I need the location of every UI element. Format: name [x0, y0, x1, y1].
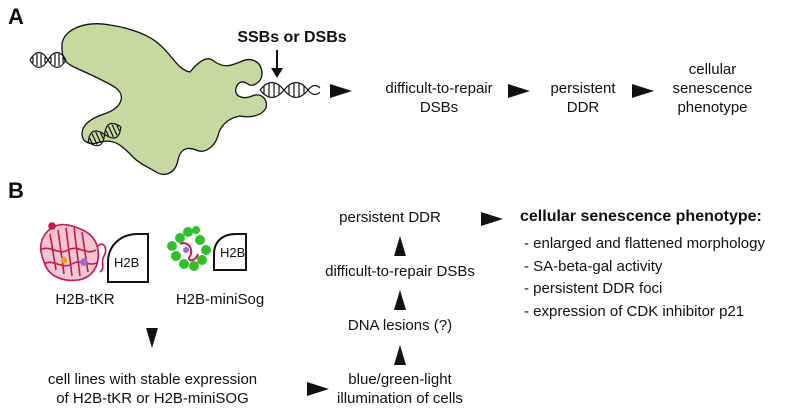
arrow-a-1 — [330, 84, 352, 98]
h2b-tag-2-label: H2B — [220, 245, 246, 260]
dna-helix-left-top — [29, 51, 67, 69]
phenotype-item: - expression of CDK inhibitor p21 — [524, 302, 745, 320]
cell-lines-text: cell lines with stable expression of H2B… — [47, 371, 258, 407]
phenotype-item: - enlarged and flattened morphology — [524, 235, 765, 252]
difficult-dsbs-text: difficult-to-repair DSBs — [325, 263, 475, 280]
minisog-structure-icon — [167, 226, 211, 271]
flow-a-senescence: cellular senescence phenotype — [672, 61, 753, 116]
persistent-ddr-text: persistent DDR — [339, 209, 441, 226]
illumination-text: blue/green-light illumination of cells — [337, 371, 463, 407]
tkr-structure-icon — [39, 222, 107, 282]
arrow-b-up-1 — [394, 345, 406, 365]
arrow-b-up-2 — [394, 290, 406, 310]
phenotype-title: cellular senescence phenotype: — [520, 208, 762, 225]
protein-h2b-tkr: H2B-tKR — [55, 291, 115, 308]
h2b-tag-1-shape — [107, 233, 149, 283]
arrow-b-right — [307, 382, 329, 396]
arrow-b-to-phenotype — [481, 212, 503, 226]
h2b-tag-1-label: H2B — [114, 255, 140, 270]
h2b-tag-2-shape — [213, 233, 247, 271]
arrow-b-down — [146, 328, 158, 348]
dna-helix-right — [259, 81, 321, 99]
panel-b-label: B — [8, 178, 24, 203]
protein-h2b-minisog: H2B-miniSog — [175, 291, 265, 308]
dna-helix-left-bottom — [87, 122, 122, 147]
flow-a-persistent-ddr: persistent DDR — [550, 80, 616, 116]
lesion-arrow — [271, 50, 283, 78]
phenotype-item: - persistent DDR foci — [524, 280, 663, 297]
panel-a-label: A — [8, 4, 24, 29]
arrow-b-up-3 — [394, 236, 406, 256]
phenotype-item: - SA-beta-gal activity — [524, 257, 663, 275]
lesion-label: SSBs or DSBs — [237, 29, 347, 46]
flow-a-difficult-dsbs: difficult-to-repair DSBs — [385, 80, 493, 116]
arrow-a-3 — [632, 84, 654, 98]
arrow-a-2 — [508, 84, 530, 98]
dna-lesions-text: DNA lesions (?) — [347, 317, 453, 334]
phenotype-list: - enlarged and flattened morphology - SA… — [524, 233, 765, 323]
